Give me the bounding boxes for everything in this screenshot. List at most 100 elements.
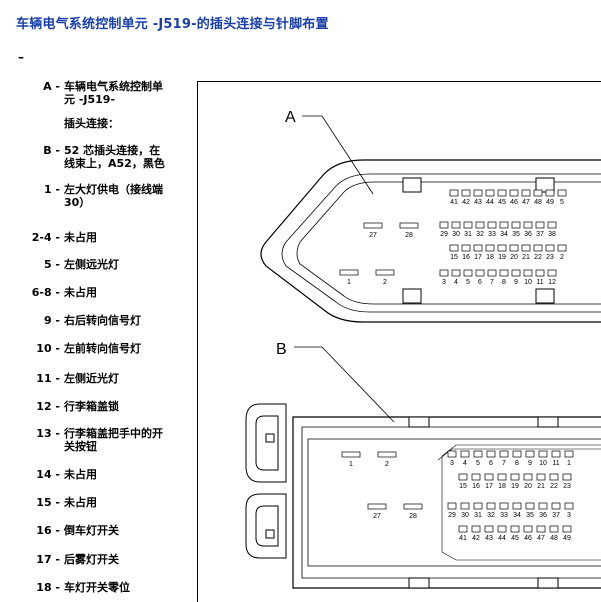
pin-label: 1 — [567, 460, 571, 467]
pin-label: 20 — [524, 483, 532, 490]
pin-label: 47 — [537, 535, 545, 542]
pin-socket — [497, 189, 507, 197]
pin-label: 15 — [459, 483, 467, 490]
pin-socket — [533, 244, 543, 252]
pin-label: 32 — [476, 231, 484, 238]
pin-socket — [486, 450, 496, 458]
pin-socket — [460, 450, 470, 458]
pin-socket — [339, 269, 359, 276]
pin-label: 2 — [560, 254, 564, 261]
pin-socket — [511, 269, 521, 277]
pin-label: 46 — [510, 199, 518, 206]
pin-label: 38 — [548, 231, 556, 238]
pin-socket — [458, 525, 468, 533]
legend-key: 18 - — [36, 581, 60, 594]
pin-label: 35 — [526, 512, 534, 519]
section-dash: – — [18, 50, 24, 64]
legend-text: 车辆电气系统控制单 — [64, 80, 163, 93]
pin-label: 28 — [405, 232, 413, 239]
pin-socket — [403, 503, 423, 510]
pin-socket — [497, 473, 507, 481]
pin-label: 44 — [498, 535, 506, 542]
pin-label: 37 — [536, 231, 544, 238]
legend-text: 后雾灯开关 — [64, 553, 119, 566]
pin-socket — [487, 221, 497, 229]
pin-socket — [512, 450, 522, 458]
legend-key: 13 - — [36, 427, 60, 440]
pin-label: 45 — [511, 535, 519, 542]
pin-socket — [535, 221, 545, 229]
pin-label: 45 — [498, 199, 506, 206]
pin-socket — [533, 189, 543, 197]
pin-socket — [510, 525, 520, 533]
pin-socket — [509, 189, 519, 197]
pin-label: 31 — [474, 512, 482, 519]
legend-text: 左大灯供电（接线端 — [64, 183, 163, 196]
connector-a — [260, 159, 601, 323]
pin-label: 32 — [487, 512, 495, 519]
pin-label: 30 — [461, 512, 469, 519]
pin-socket — [447, 450, 457, 458]
page-title: 车辆电气系统控制单元 -J519-的插头连接与针脚布置 — [16, 17, 329, 32]
pin-socket — [535, 269, 545, 277]
pin-socket — [449, 244, 459, 252]
pin-socket — [341, 451, 361, 458]
pin-socket — [451, 269, 461, 277]
pin-label: 43 — [485, 535, 493, 542]
pin-label: 16 — [472, 483, 480, 490]
pin-socket — [523, 269, 533, 277]
legend-key: 17 - — [36, 553, 60, 566]
legend-text: 52 芯插头连接，在 — [64, 144, 161, 157]
pin-label: 16 — [462, 254, 470, 261]
legend-text: 车灯开关零位 — [64, 581, 130, 594]
pin-socket — [461, 189, 471, 197]
legend-text: 未占用 — [64, 496, 97, 509]
pin-socket — [473, 450, 483, 458]
pin-socket — [564, 450, 574, 458]
pin-label: 11 — [552, 460, 559, 467]
pin-label: 29 — [440, 231, 448, 238]
pin-label: 17 — [485, 483, 493, 490]
pin-socket — [439, 269, 449, 277]
pin-label: 48 — [550, 535, 558, 542]
pin-socket — [525, 502, 535, 510]
pin-label: 19 — [511, 483, 519, 490]
legend-text: 关按钮 — [64, 440, 97, 453]
pin-label: 49 — [546, 199, 554, 206]
label-a: A — [285, 109, 296, 126]
pin-socket — [536, 525, 546, 533]
pin-label: 5 — [466, 279, 470, 286]
pin-socket — [499, 450, 509, 458]
pin-label: 23 — [563, 483, 571, 490]
pin-label: 37 — [552, 512, 560, 519]
pin-label: 20 — [510, 254, 518, 261]
pin-label: 4 — [463, 460, 467, 467]
pin-socket — [551, 502, 561, 510]
legend-text: 插头连接： — [64, 117, 119, 130]
legend-key: 15 - — [36, 496, 60, 509]
label-b-leader — [294, 346, 395, 423]
pin-socket — [557, 189, 567, 197]
pin-socket — [485, 189, 495, 197]
pin-label: 5 — [560, 199, 564, 206]
pin-socket — [523, 525, 533, 533]
pin-socket — [536, 473, 546, 481]
pin-label: 21 — [522, 254, 530, 261]
pin-socket — [485, 244, 495, 252]
legend-key: 10 - — [36, 342, 60, 355]
pin-label: 9 — [514, 279, 518, 286]
pin-socket — [509, 244, 519, 252]
pin-socket — [486, 502, 496, 510]
pin-label: 44 — [486, 199, 494, 206]
label-a-leader — [302, 115, 374, 195]
pin-socket — [367, 503, 387, 510]
pin-label: 1 — [349, 461, 353, 468]
pin-label: 9 — [528, 460, 532, 467]
legend-key: 14 - — [36, 468, 60, 481]
pin-socket — [447, 502, 457, 510]
pin-label: 7 — [490, 279, 494, 286]
pin-label: 33 — [500, 512, 508, 519]
pin-socket — [523, 473, 533, 481]
